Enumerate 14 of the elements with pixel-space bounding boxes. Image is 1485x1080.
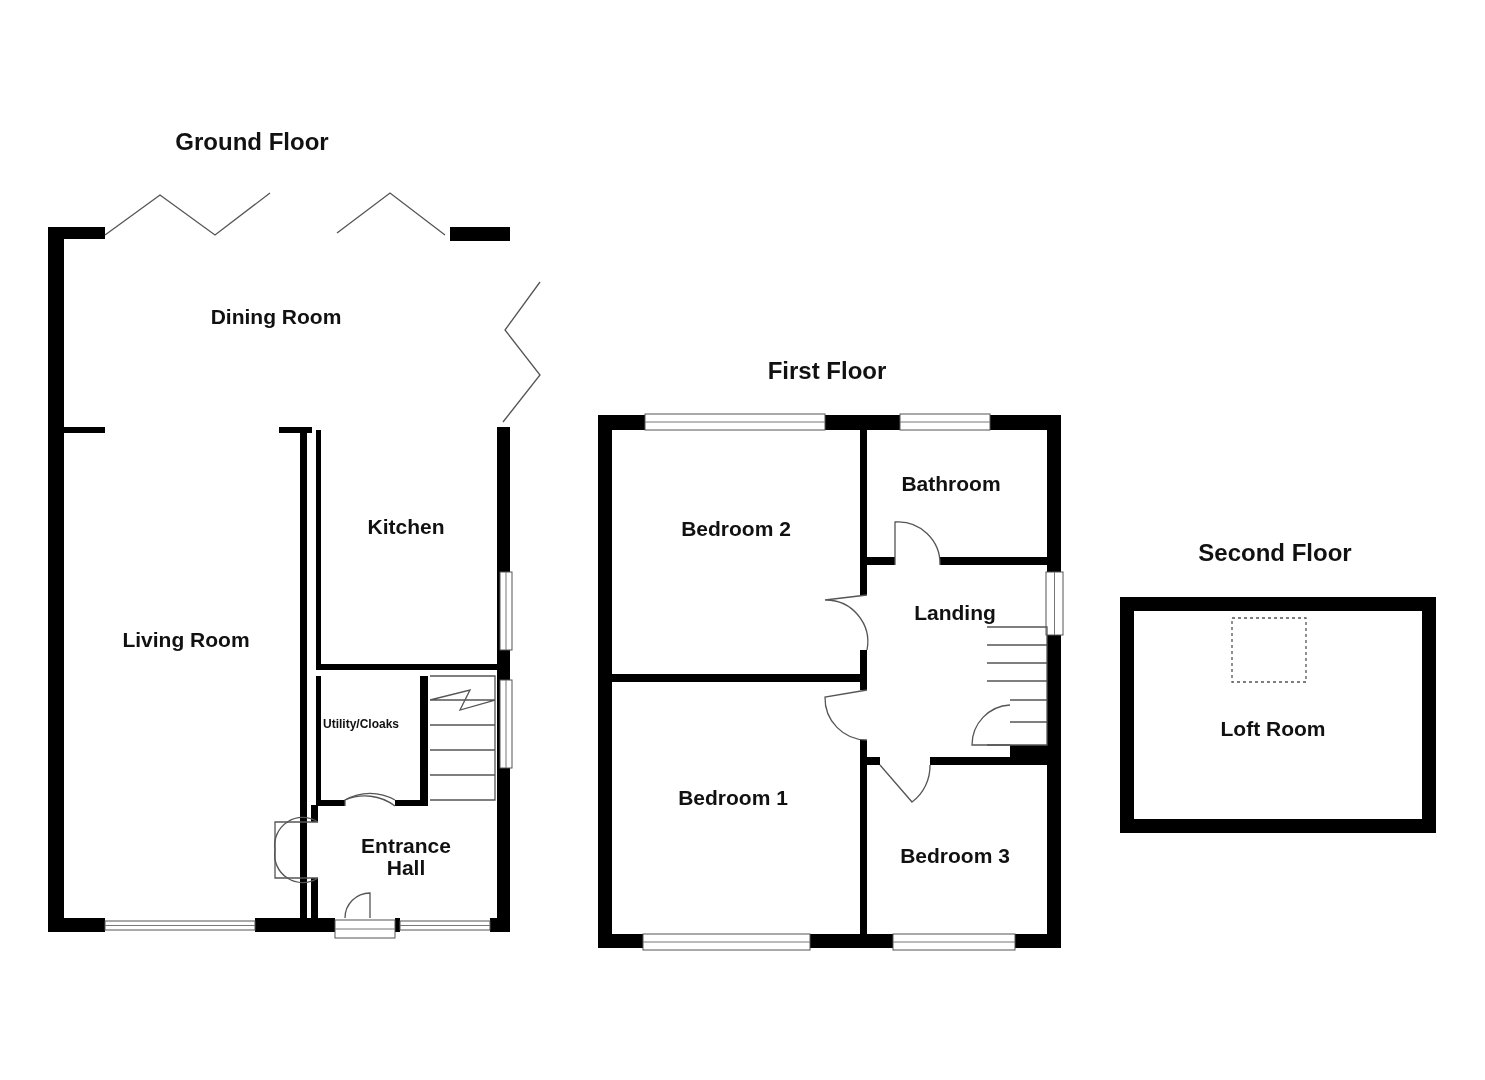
room-label: Bathroom: [900, 473, 1002, 495]
floor-title: Second Floor: [1197, 540, 1353, 566]
room-label: Living Room: [121, 629, 251, 651]
floor-title: First Floor: [766, 358, 888, 384]
room-label: Entrance Hall: [360, 834, 452, 880]
room-label: Landing: [913, 602, 997, 624]
room-label: Dining Room: [209, 306, 343, 328]
room-label: Kitchen: [366, 516, 446, 538]
room-label: Loft Room: [1219, 718, 1327, 740]
room-label: Utility/Cloaks: [322, 717, 400, 731]
room-label: Bedroom 1: [677, 787, 789, 809]
floor-title: Ground Floor: [174, 129, 330, 155]
room-label: Bedroom 3: [899, 845, 1011, 867]
room-label: Bedroom 2: [680, 518, 792, 540]
